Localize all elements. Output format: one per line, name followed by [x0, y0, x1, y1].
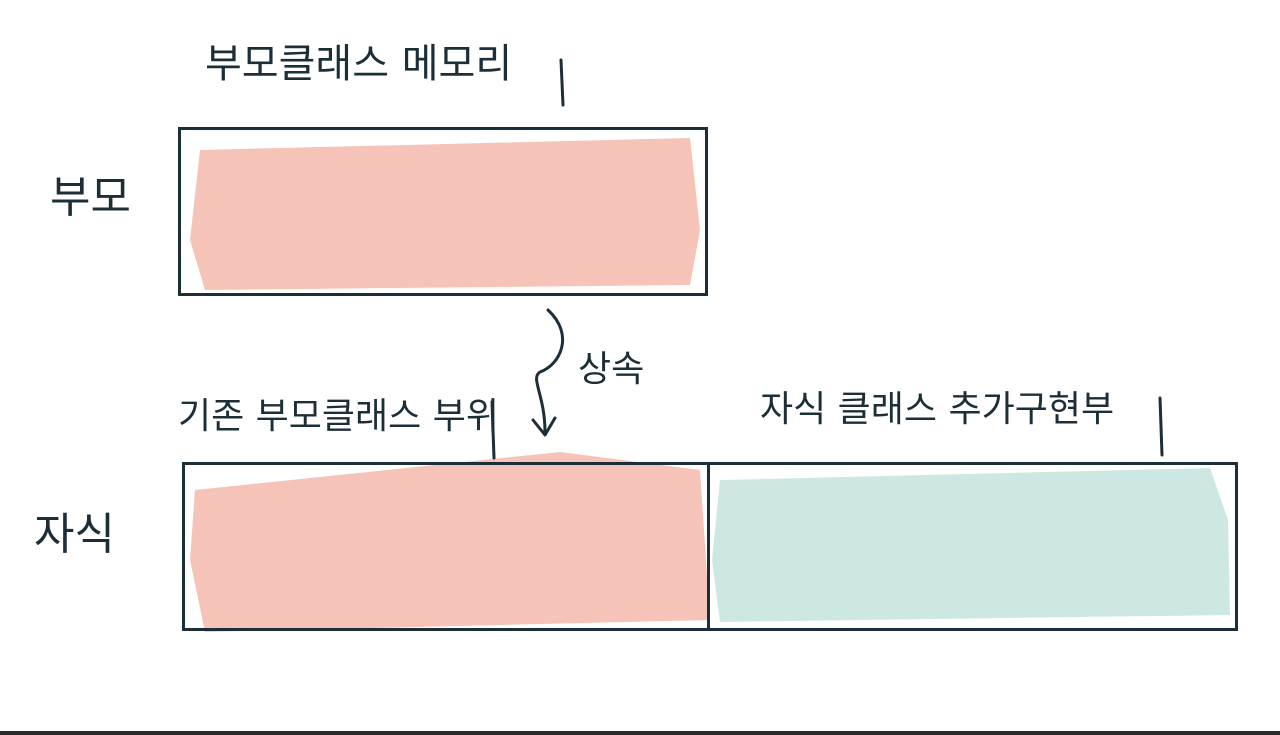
child-parent-part-fill — [190, 452, 710, 632]
parent-memory-fill — [190, 138, 700, 290]
parent-row-label: 부모 — [50, 172, 131, 223]
bottom-bar — [0, 731, 1280, 735]
existing-parent-part-label: 기존 부모클래스 부위 — [178, 396, 499, 437]
parent-memory-box — [178, 127, 708, 296]
child-added-part-fill — [712, 468, 1230, 622]
parent-memory-label: 부모클래스 메모리 — [205, 41, 513, 87]
inherit-arrow — [535, 308, 565, 434]
memory-label-tick — [559, 58, 565, 107]
child-added-part-box — [707, 462, 1238, 631]
inherit-arrow-head — [531, 416, 557, 437]
child-parent-part-box — [182, 462, 710, 631]
inherit-label: 상속 — [578, 349, 645, 390]
added-part-tick — [1158, 396, 1164, 457]
child-row-label: 자식 — [34, 509, 115, 560]
child-added-part-label: 자식 클래스 추가구현부 — [760, 389, 1115, 430]
existing-part-tick — [490, 400, 496, 460]
